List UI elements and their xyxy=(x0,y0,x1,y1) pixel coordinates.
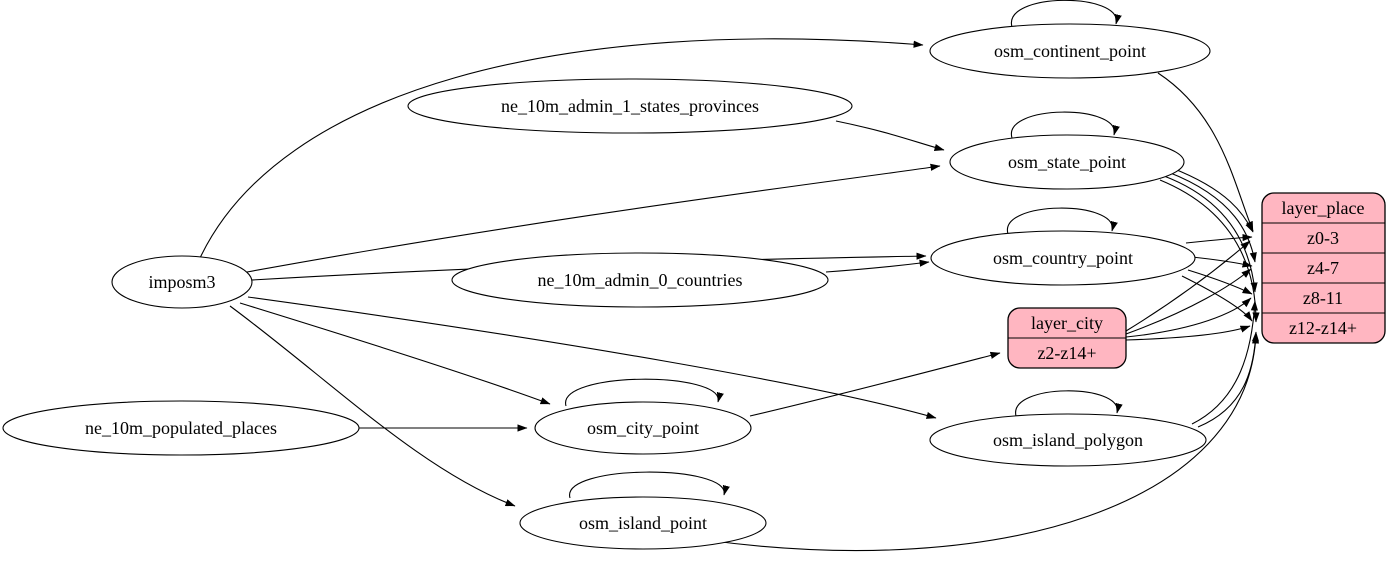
ne-admin1-label: ne_10m_admin_1_states_provinces xyxy=(501,96,759,116)
edge-osm-state-point-to-layer-place-z4-7 xyxy=(1167,171,1257,263)
edge-osm-city-point-to-layer-city-z2-z14 xyxy=(749,351,1001,417)
layer-place-row-z12-z14: z12-z14+ xyxy=(1289,318,1357,338)
self-loop-osm-continent-point xyxy=(1011,0,1122,28)
node-layer-place: layer_place z0-3 z4-7 z8-11 z12-z14+ xyxy=(1261,192,1386,344)
layer-place-row-z4-7: z4-7 xyxy=(1307,258,1339,278)
osm-continent-point-ellipse xyxy=(929,23,1211,79)
layer-place-row-z0-3: z0-3 xyxy=(1307,228,1339,248)
self-loop-osm-city-point xyxy=(565,378,724,407)
layer-place-row-z8-11: z8-11 xyxy=(1303,288,1343,308)
edge-osm-island-point-to-layer-place-z12-z14 xyxy=(705,333,1260,552)
node-osm-continent-point: osm_continent_point xyxy=(929,23,1211,79)
osm-island-point-ellipse xyxy=(519,496,767,550)
osm-island-polygon-label: osm_island_polygon xyxy=(993,430,1143,450)
self-loop-osm-state-point xyxy=(1011,111,1120,139)
edge-osm-country-point-to-layer-place-z8-11 xyxy=(1187,269,1253,295)
node-osm-state-point: osm_state_point xyxy=(949,134,1185,190)
node-ne-10m-populated-places: ne_10m_populated_places xyxy=(2,400,360,456)
self-loop-osm-island-point xyxy=(569,471,730,499)
layer-city-row-z2-z14: z2-z14+ xyxy=(1037,343,1096,363)
node-ne-10m-admin-0-countries: ne_10m_admin_0_countries xyxy=(451,252,829,308)
ne-populated-ellipse xyxy=(2,400,360,456)
imposm3-label: imposm3 xyxy=(148,272,215,292)
imposm3-ellipse xyxy=(111,255,253,309)
osm-continent-point-label: osm_continent_point xyxy=(994,41,1146,61)
edge-imposm3-to-osm-city-point xyxy=(239,302,551,405)
ne-admin0-ellipse xyxy=(451,252,829,308)
osm-state-point-ellipse xyxy=(949,134,1185,190)
edge-ne-10m-admin-1-to-osm-state-point xyxy=(835,120,945,151)
edge-osm-state-point-to-layer-place-z8-11 xyxy=(1163,175,1258,293)
layer-place-box xyxy=(1261,192,1386,344)
node-osm-country-point: osm_country_point xyxy=(930,230,1196,286)
self-loop-osm-country-point xyxy=(1007,207,1118,235)
edge-osm-continent-point-to-layer-place-z0-3 xyxy=(1157,72,1254,232)
edge-layer-city-to-layer-place-z4-7 xyxy=(1125,268,1252,335)
osm-country-point-ellipse xyxy=(930,230,1196,286)
edge-imposm3-to-osm-state-point xyxy=(246,163,941,273)
edge-osm-country-point-to-layer-place-z0-3 xyxy=(1185,233,1253,244)
self-loop-osm-island-polygon xyxy=(1015,390,1123,417)
edge-osm-country-point-to-layer-place-z4-7 xyxy=(1191,256,1253,268)
edge-layer-city-to-layer-place-z12-z14 xyxy=(1125,325,1251,341)
osm-city-point-label: osm_city_point xyxy=(587,418,699,438)
edge-osm-island-polygon-to-layer-place-z8-11 xyxy=(1191,300,1259,425)
edge-imposm3-to-osm-continent-point xyxy=(199,38,924,259)
osm-island-point-label: osm_island_point xyxy=(579,513,707,533)
osm-country-point-label: osm_country_point xyxy=(993,248,1133,268)
layer-city-title: layer_city xyxy=(1031,313,1103,333)
osm-state-point-label: osm_state_point xyxy=(1008,152,1126,172)
node-imposm3: imposm3 xyxy=(111,255,253,309)
edge-layer-city-to-layer-place-z0-3 xyxy=(1125,240,1251,332)
osm-city-point-ellipse xyxy=(534,401,752,455)
edge-osm-state-point-to-layer-place-z0-3 xyxy=(1171,167,1254,233)
edge-ne-10m-admin-0-to-osm-country-point xyxy=(825,259,930,273)
edge-group xyxy=(199,0,1260,552)
ne-admin0-label: ne_10m_admin_0_countries xyxy=(538,270,743,290)
node-ne-10m-admin-1-states-provinces: ne_10m_admin_1_states_provinces xyxy=(407,78,853,134)
node-layer-city: layer_city z2-z14+ xyxy=(1007,307,1127,369)
layer-place-title: layer_place xyxy=(1282,198,1365,218)
node-osm-island-point: osm_island_point xyxy=(519,496,767,550)
ne-admin1-ellipse xyxy=(407,78,853,134)
edge-osm-country-point-to-layer-place-z12-z14 xyxy=(1181,275,1253,322)
ne-populated-label: ne_10m_populated_places xyxy=(85,418,277,438)
node-osm-city-point: osm_city_point xyxy=(534,401,752,455)
node-osm-island-polygon: osm_island_polygon xyxy=(929,413,1207,467)
edge-imposm3-to-osm-island-polygon xyxy=(247,296,937,419)
edge-imposm3-to-osm-island-point xyxy=(229,305,516,507)
osm-island-polygon-ellipse xyxy=(929,413,1207,467)
edge-layer-city-to-layer-place-z8-11 xyxy=(1125,297,1252,338)
